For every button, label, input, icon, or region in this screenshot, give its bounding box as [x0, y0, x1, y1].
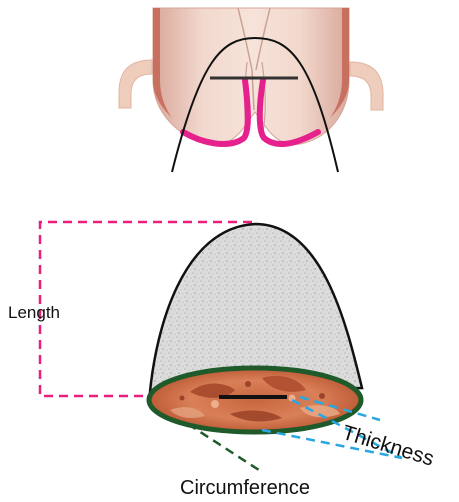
cervix-body-shape [153, 8, 349, 144]
cervix-illustration [119, 8, 383, 172]
right-limb-shape [350, 62, 383, 110]
circumference-label: Circumference [180, 478, 310, 498]
length-label: Length [8, 304, 60, 321]
left-limb-shape [119, 60, 152, 108]
